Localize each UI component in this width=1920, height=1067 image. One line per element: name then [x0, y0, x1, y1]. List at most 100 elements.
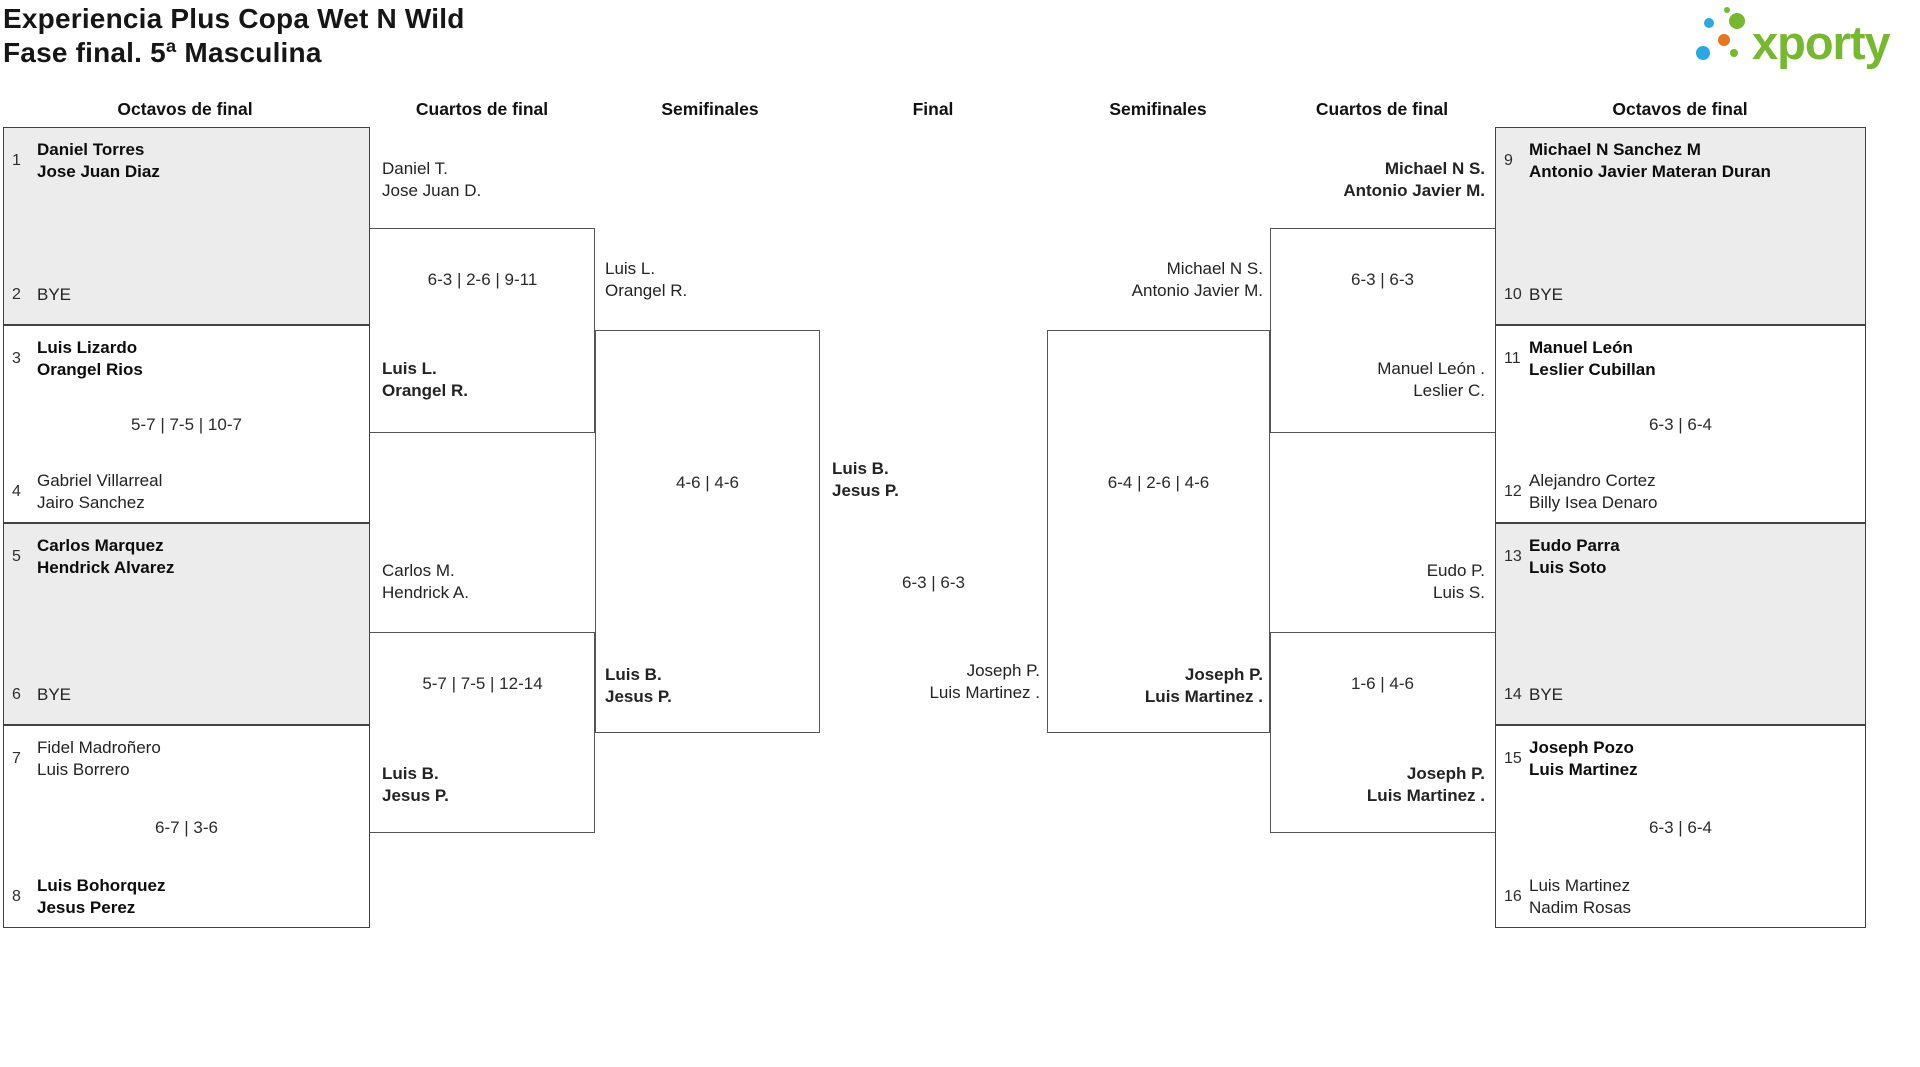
team-slot: 14 BYE [1504, 684, 1857, 706]
logo-dot-green-large [1729, 13, 1745, 29]
team-slot: 7 Fidel Madroñero Luis Borrero [12, 737, 361, 781]
final-score: 6-3 | 6-3 [901, 573, 965, 592]
team-line: Carlos M. [382, 561, 455, 580]
seed-number: 5 [12, 548, 21, 565]
seed-number: 4 [12, 483, 21, 500]
team-slot: 8 Luis Bohorquez Jesus Perez [12, 875, 361, 919]
team-line: Nadim Rosas [1529, 898, 1632, 917]
sf1-bottom-team: Luis B. Jesus P. [605, 664, 672, 708]
team-line: Antonio Javier M. [1343, 181, 1485, 200]
team-line: Jose Juan D. [382, 181, 482, 200]
logo-dot-green-small [1724, 7, 1730, 13]
team-line: Leslier Cubillan [1529, 360, 1656, 379]
qf3-score: 6-3 | 6-3 [1350, 270, 1414, 289]
xporty-logo[interactable]: xporty [1684, 2, 1916, 74]
match-box-r16-6: 11 Manuel León Leslier Cubillan 6-3 | 6-… [1495, 325, 1866, 523]
sf2-score: 6-4 | 2-6 | 4-6 [1107, 473, 1210, 492]
qf1-score: 6-3 | 2-6 | 9-11 [427, 270, 538, 289]
team-line: Manuel León [1529, 338, 1633, 357]
sf2-top-team: Michael N S. Antonio Javier M. [1058, 258, 1263, 302]
qf2-top-team: Carlos M. Hendrick A. [382, 560, 469, 604]
match-box-r16-1: 1 Daniel Torres Jose Juan Diaz 2 BYE [3, 127, 370, 325]
round-header-sf-left: Semifinales [661, 99, 759, 119]
seed-number: 3 [12, 350, 21, 367]
team-line: Luis Martinez . [1144, 687, 1263, 706]
team-line: Gabriel Villarreal [37, 471, 163, 490]
team-slot: 9 Michael N Sanchez M Antonio Javier Mat… [1504, 139, 1857, 183]
team-line: Luis B. [832, 459, 889, 478]
sf-connector-left [595, 330, 820, 733]
team-line: Antonio Javier Materan Duran [1529, 162, 1771, 181]
seed-number: 2 [12, 286, 21, 303]
match-box-r16-3: 5 Carlos Marquez Hendrick Alvarez 6 BYE [3, 523, 370, 725]
qf3-bottom-team: Manuel León . Leslier C. [1280, 358, 1485, 402]
team-slot: 6 BYE [12, 684, 361, 706]
team-line: Luis L. [382, 359, 437, 378]
round-header-r16-left: Octavos de final [117, 99, 253, 119]
qf4-bottom-team: Joseph P. Luis Martinez . [1280, 763, 1485, 807]
sf-connector-right [1047, 330, 1270, 733]
team-line: Luis Martinez . [1366, 786, 1485, 805]
team-line: BYE [1529, 685, 1564, 704]
team-line: Luis Martinez [1529, 760, 1638, 779]
seed-number: 6 [12, 686, 21, 703]
team-names: Manuel León Leslier Cubillan [1529, 337, 1656, 381]
team-line: Jesus P. [382, 786, 449, 805]
match-score: 5-7 | 7-5 | 10-7 [131, 415, 242, 434]
team-names: Alejandro Cortez Billy Isea Denaro [1529, 470, 1658, 514]
sf2-bottom-team: Joseph P. Luis Martinez . [1058, 664, 1263, 708]
team-line: Luis L. [605, 259, 656, 278]
team-line: Alejandro Cortez [1529, 471, 1656, 490]
team-names: Fidel Madroñero Luis Borrero [37, 737, 161, 781]
team-line: Hendrick A. [382, 583, 469, 602]
team-names: BYE [1529, 284, 1563, 306]
team-names: Luis Lizardo Orangel Rios [37, 337, 143, 381]
team-line: Luis Borrero [37, 760, 130, 779]
sf1-top-team: Luis L. Orangel R. [605, 258, 687, 302]
team-line: Orangel R. [382, 381, 468, 400]
team-line: Luis Soto [1529, 558, 1607, 577]
round-header-final: Final [912, 99, 954, 119]
team-line: Luis B. [382, 764, 439, 783]
team-line: BYE [37, 685, 72, 704]
team-line: Luis S. [1433, 583, 1485, 602]
team-line: Jairo Sanchez [37, 493, 145, 512]
match-box-r16-7: 13 Eudo Parra Luis Soto 14 BYE [1495, 523, 1866, 725]
match-score: 6-3 | 6-4 [1648, 415, 1712, 434]
team-line: Joseph P. [966, 661, 1040, 680]
team-line: Jesus P. [832, 481, 899, 500]
team-slot: 5 Carlos Marquez Hendrick Alvarez [12, 535, 361, 579]
team-names: BYE [37, 284, 71, 306]
team-names: Joseph Pozo Luis Martinez [1529, 737, 1638, 781]
team-names: BYE [37, 684, 71, 706]
team-names: Daniel Torres Jose Juan Diaz [37, 139, 160, 183]
team-line: Carlos Marquez [37, 536, 164, 555]
team-line: Michael N Sanchez M [1529, 140, 1701, 159]
team-line: Antonio Javier M. [1131, 281, 1263, 300]
team-line: Joseph P. [1184, 665, 1263, 684]
qf4-top-team: Eudo P. Luis S. [1280, 560, 1485, 604]
match-box-r16-4: 7 Fidel Madroñero Luis Borrero 6-7 | 3-6… [3, 725, 370, 928]
seed-number: 1 [12, 152, 21, 169]
match-score: 6-7 | 3-6 [154, 817, 218, 837]
team-slot: 13 Eudo Parra Luis Soto [1504, 535, 1857, 579]
team-line: BYE [37, 285, 72, 304]
team-line: Daniel Torres [37, 140, 145, 159]
team-line: Fidel Madroñero [37, 738, 161, 757]
logo-dot-orange [1718, 34, 1730, 46]
match-box-r16-5: 9 Michael N Sanchez M Antonio Javier Mat… [1495, 127, 1866, 325]
qf4-score: 1-6 | 4-6 [1350, 674, 1414, 693]
logo-text: xporty [1752, 16, 1891, 69]
team-line: Manuel León . [1377, 359, 1485, 378]
team-line: Joseph P. [1406, 764, 1485, 783]
team-line: Orangel R. [605, 281, 688, 300]
team-line: Hendrick Alvarez [37, 558, 175, 577]
logo-dot-green-bottom [1730, 49, 1738, 57]
team-line: Eudo Parra [1529, 536, 1620, 555]
logo-dot-blue-large [1696, 46, 1710, 60]
seed-number: 14 [1504, 686, 1522, 703]
team-names: Gabriel Villarreal Jairo Sanchez [37, 470, 162, 514]
team-line: Jose Juan Diaz [37, 162, 160, 181]
page-subtitle: Fase final. 5ª Masculina [3, 37, 322, 68]
